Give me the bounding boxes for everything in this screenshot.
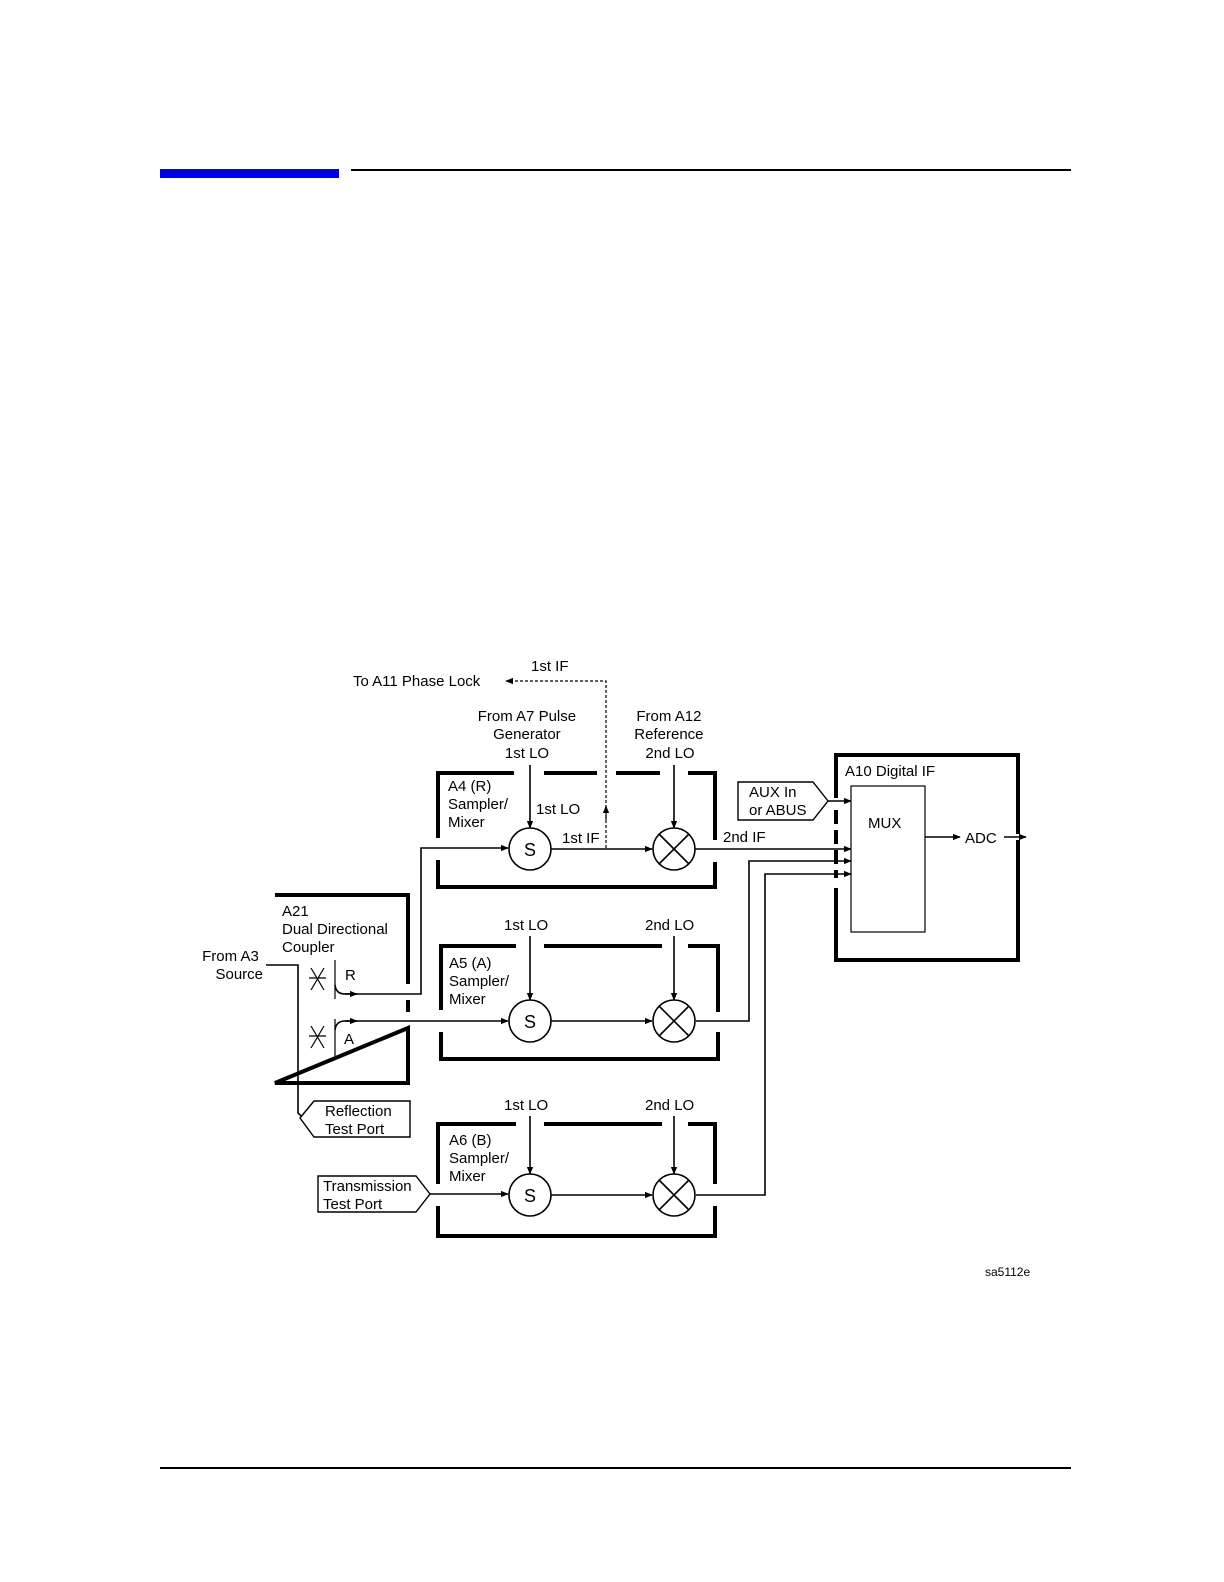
- a5-mixer-cross: [658, 1005, 690, 1037]
- from-a12-label: From A12 Reference 2nd LO: [634, 708, 707, 762]
- a6-mixer-cross: [658, 1179, 690, 1211]
- a5-box-top: [439, 944, 720, 1012]
- port-r-label: R: [345, 967, 356, 984]
- a6-box-top: [436, 1122, 717, 1184]
- a6-1st-lo-label: 1st LO: [504, 1097, 548, 1114]
- a10-box: [834, 753, 1020, 962]
- a6-sampler-symbol: S: [524, 1186, 536, 1206]
- a-if-to-mux: [696, 857, 852, 1022]
- a21-label: A21 Dual Directional Coupler: [282, 903, 392, 956]
- aux-in-label: AUX In or ABUS: [749, 784, 807, 819]
- a5-2nd-lo-label: 2nd LO: [645, 917, 694, 934]
- a5-label: A5 (A) Sampler/ Mixer: [449, 955, 513, 1008]
- from-a7-label: From A7 Pulse Generator 1st LO: [478, 708, 581, 762]
- figure-id: sa5112e: [985, 1265, 1030, 1279]
- a6-box-bottom: [436, 1206, 717, 1238]
- a5-box-bottom: [439, 1032, 720, 1061]
- coupler-a-glyph: [309, 1025, 326, 1049]
- b-if-to-mux: [696, 870, 852, 1196]
- adc-label: ADC: [965, 830, 997, 847]
- transmission-test-port: [317, 1175, 431, 1213]
- second-if-label: 2nd IF: [723, 829, 766, 846]
- reflection-label: Reflection Test Port: [325, 1103, 396, 1138]
- a4-1st-if-label: 1st IF: [562, 830, 600, 847]
- first-if-dotted-path: [505, 677, 607, 848]
- from-a3-label: From A3 Source: [202, 948, 263, 983]
- a4-box-bottom: [436, 860, 717, 889]
- a5-sampler-symbol: S: [524, 1012, 536, 1032]
- footer-rule: [160, 1467, 1071, 1469]
- a21-box: [274, 893, 410, 1085]
- mux-box: [850, 785, 926, 933]
- a6-label: A6 (B) Sampler/ Mixer: [449, 1132, 513, 1185]
- a10-label: A10 Digital IF: [845, 763, 935, 780]
- a6-2nd-lo-label: 2nd LO: [645, 1097, 694, 1114]
- r-to-a4-path: [334, 844, 509, 995]
- a-to-a5-path: [334, 1017, 509, 1031]
- source-through-path: [266, 964, 312, 1126]
- header-accent-bar: [160, 169, 339, 178]
- header-rule: [351, 169, 1071, 171]
- a4-1st-lo-label: 1st LO: [536, 801, 580, 818]
- a5-1st-lo-label: 1st LO: [504, 917, 548, 934]
- a4-sampler-symbol: S: [524, 840, 536, 860]
- first-if-top-label: 1st IF: [531, 658, 569, 675]
- coupler-r-glyph: [309, 967, 326, 991]
- reflection-test-port: [299, 1100, 411, 1138]
- transmission-label: Transmission Test Port: [323, 1178, 416, 1213]
- to-a11-label: To A11 Phase Lock: [353, 673, 481, 690]
- a4-label: A4 (R) Sampler/ Mixer: [448, 778, 512, 831]
- mux-label: MUX: [868, 815, 901, 832]
- a4-box-top: [436, 771, 717, 840]
- port-a-label: A: [344, 1031, 354, 1048]
- aux-in-connector: [737, 781, 829, 821]
- a4-mixer-cross: [658, 833, 690, 865]
